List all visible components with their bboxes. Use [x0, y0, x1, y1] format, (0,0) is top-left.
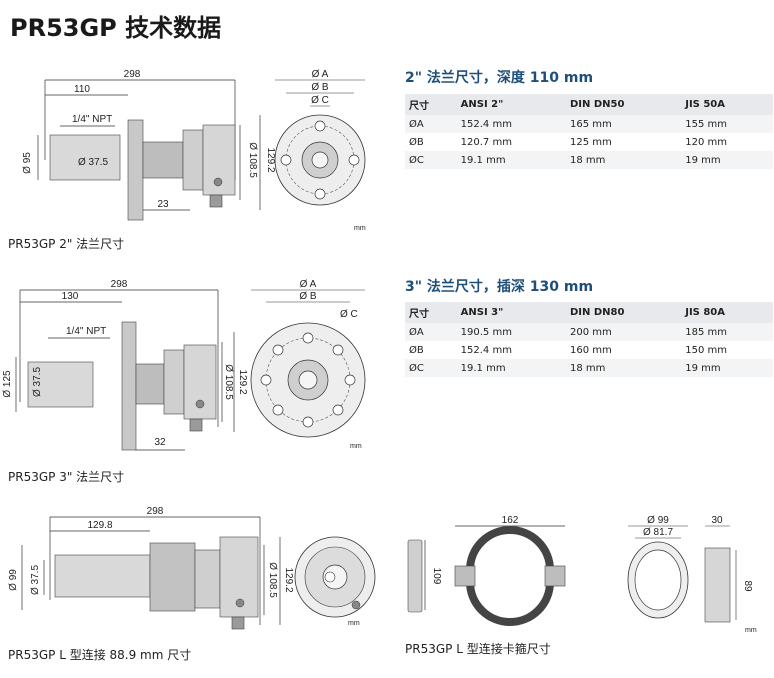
table-cell: ØC	[405, 359, 457, 377]
dim-oa: Ø A	[312, 69, 329, 80]
page-title: PR53GP 技术数据	[10, 14, 222, 42]
caption-l-connection: PR53GP L 型连接 88.9 mm 尺寸	[8, 648, 192, 662]
dim-h89: 89	[742, 580, 753, 592]
table-cell: 18 mm	[566, 359, 682, 377]
table-cell: 19 mm	[681, 151, 773, 169]
table-cell: 160 mm	[570, 344, 612, 356]
dim-dia375: Ø 37.5	[30, 565, 41, 595]
dim-ob: Ø B	[311, 82, 329, 93]
table-cell: 185 mm	[681, 323, 773, 341]
caption-clamp: PR53GP L 型连接卡箍尺寸	[405, 642, 551, 656]
header-cell: ANSI 3"	[456, 302, 566, 323]
dim-npt: 1/4" NPT	[66, 326, 106, 337]
dim-depth: 110	[74, 84, 90, 95]
dim-oc: Ø C	[311, 95, 329, 106]
table-row: ØA 152.4 mm 165 mm 155 mm	[405, 115, 773, 133]
table-cell: ØB	[409, 344, 424, 356]
flange-2in-drawing: 298 110 1/4" NPT Ø 95 Ø 37.5 Ø 108.5 129…	[22, 69, 366, 232]
header-cell: DIN DN80	[566, 302, 682, 323]
unit-mm: mm	[348, 620, 360, 627]
table-row: ØA 190.5 mm 200 mm 185 mm	[405, 323, 773, 341]
dim-dia95: Ø 95	[22, 152, 33, 174]
dim-oa: Ø A	[300, 279, 317, 290]
clamp-drawing: 162 109 Ø 99 Ø 81.7 30 89 mm	[407, 515, 757, 634]
l-connection-drawing: 298 129.8 Ø 99 Ø 37.5 Ø 108.5 129.2 mm	[8, 506, 376, 630]
dim-dia125: Ø 125	[2, 370, 13, 398]
unit-mm: mm	[350, 443, 362, 450]
table-row: ØB 120.7 mm 125 mm 120 mm	[405, 133, 773, 151]
table-cell: ØA	[405, 323, 457, 341]
header-cell: 尺寸	[405, 94, 457, 115]
table-row: ØC 19.1 mm 18 mm 19 mm	[405, 151, 773, 169]
table-cell: 152.4 mm	[456, 115, 566, 133]
dim-npt: 1/4" NPT	[72, 114, 112, 125]
table-cell: 125 mm	[570, 136, 612, 148]
dim-dia99: Ø 99	[8, 569, 19, 591]
dim-oc: Ø C	[340, 309, 358, 320]
table-cell: 120 mm	[685, 136, 727, 148]
dim-depth: 129.8	[87, 520, 112, 531]
table-cell: 19.1 mm	[456, 359, 566, 377]
dim-ob: Ø B	[299, 291, 317, 302]
table-title-2in: 2" 法兰尺寸，深度 110 mm	[405, 70, 594, 86]
table-cell: 18 mm	[566, 151, 682, 169]
dim-d1292: 129.2	[265, 147, 276, 172]
dim-d99: Ø 99	[647, 515, 669, 526]
header-cell: DIN DN50	[566, 94, 682, 115]
dim-d1292: 129.2	[283, 567, 294, 592]
dim-w162: 162	[502, 515, 519, 526]
table-header-row: 尺寸 ANSI 3" DIN DN80 JIS 80A	[405, 302, 773, 323]
dim-len32: 32	[154, 437, 166, 448]
unit-mm: mm	[354, 225, 366, 232]
table-row: ØC 19.1 mm 18 mm 19 mm	[405, 359, 773, 377]
dim-d1292: 129.2	[237, 369, 248, 394]
dim-d1085: Ø 108.5	[247, 142, 258, 178]
table-cell: 152.4 mm	[460, 344, 512, 356]
table-cell: 155 mm	[681, 115, 773, 133]
spec-table-2in: 尺寸 ANSI 2" DIN DN50 JIS 50A ØA 152.4 mm …	[405, 94, 773, 169]
spec-table-3in: 尺寸 ANSI 3" DIN DN80 JIS 80A ØA 190.5 mm …	[405, 302, 773, 377]
dim-w30: 30	[711, 515, 723, 526]
table-cell: 190.5 mm	[456, 323, 566, 341]
header-cell: JIS 80A	[681, 302, 773, 323]
dim-h109: 109	[431, 568, 442, 585]
table-cell: 120.7 mm	[460, 136, 512, 148]
header-cell: 尺寸	[405, 302, 457, 323]
header-cell: JIS 50A	[681, 94, 773, 115]
dim-d1085: Ø 108.5	[267, 562, 278, 598]
dim-overall: 298	[111, 279, 128, 290]
table-title-3in: 3" 法兰尺寸，插深 130 mm	[405, 279, 594, 295]
dim-overall: 298	[124, 69, 141, 80]
table-cell: 19.1 mm	[456, 151, 566, 169]
table-cell: 19 mm	[681, 359, 773, 377]
table-cell: ØB	[409, 136, 424, 148]
table-cell: ØA	[405, 115, 457, 133]
caption-3in: PR53GP 3" 法兰尺寸	[8, 470, 125, 484]
header-cell: ANSI 2"	[456, 94, 566, 115]
dim-d1085: Ø 108.5	[223, 364, 234, 400]
table-cell: 150 mm	[685, 344, 727, 356]
table-cell: 200 mm	[566, 323, 682, 341]
dim-dia375: Ø 37.5	[78, 157, 108, 168]
table-cell: 165 mm	[566, 115, 682, 133]
dim-len23: 23	[157, 199, 169, 210]
dim-overall: 298	[147, 506, 164, 517]
caption-2in: PR53GP 2" 法兰尺寸	[8, 237, 125, 251]
table-row: ØB 152.4 mm 160 mm 150 mm	[405, 341, 773, 359]
flange-3in-drawing: 298 130 1/4" NPT Ø 125 Ø 37.5 Ø 108.5 12…	[2, 279, 366, 451]
dim-d817: Ø 81.7	[643, 527, 673, 538]
dim-dia375: Ø 37.5	[32, 367, 43, 397]
unit-mm: mm	[745, 627, 757, 634]
dim-depth: 130	[62, 291, 79, 302]
table-header-row: 尺寸 ANSI 2" DIN DN50 JIS 50A	[405, 94, 773, 115]
table-cell: ØC	[405, 151, 457, 169]
